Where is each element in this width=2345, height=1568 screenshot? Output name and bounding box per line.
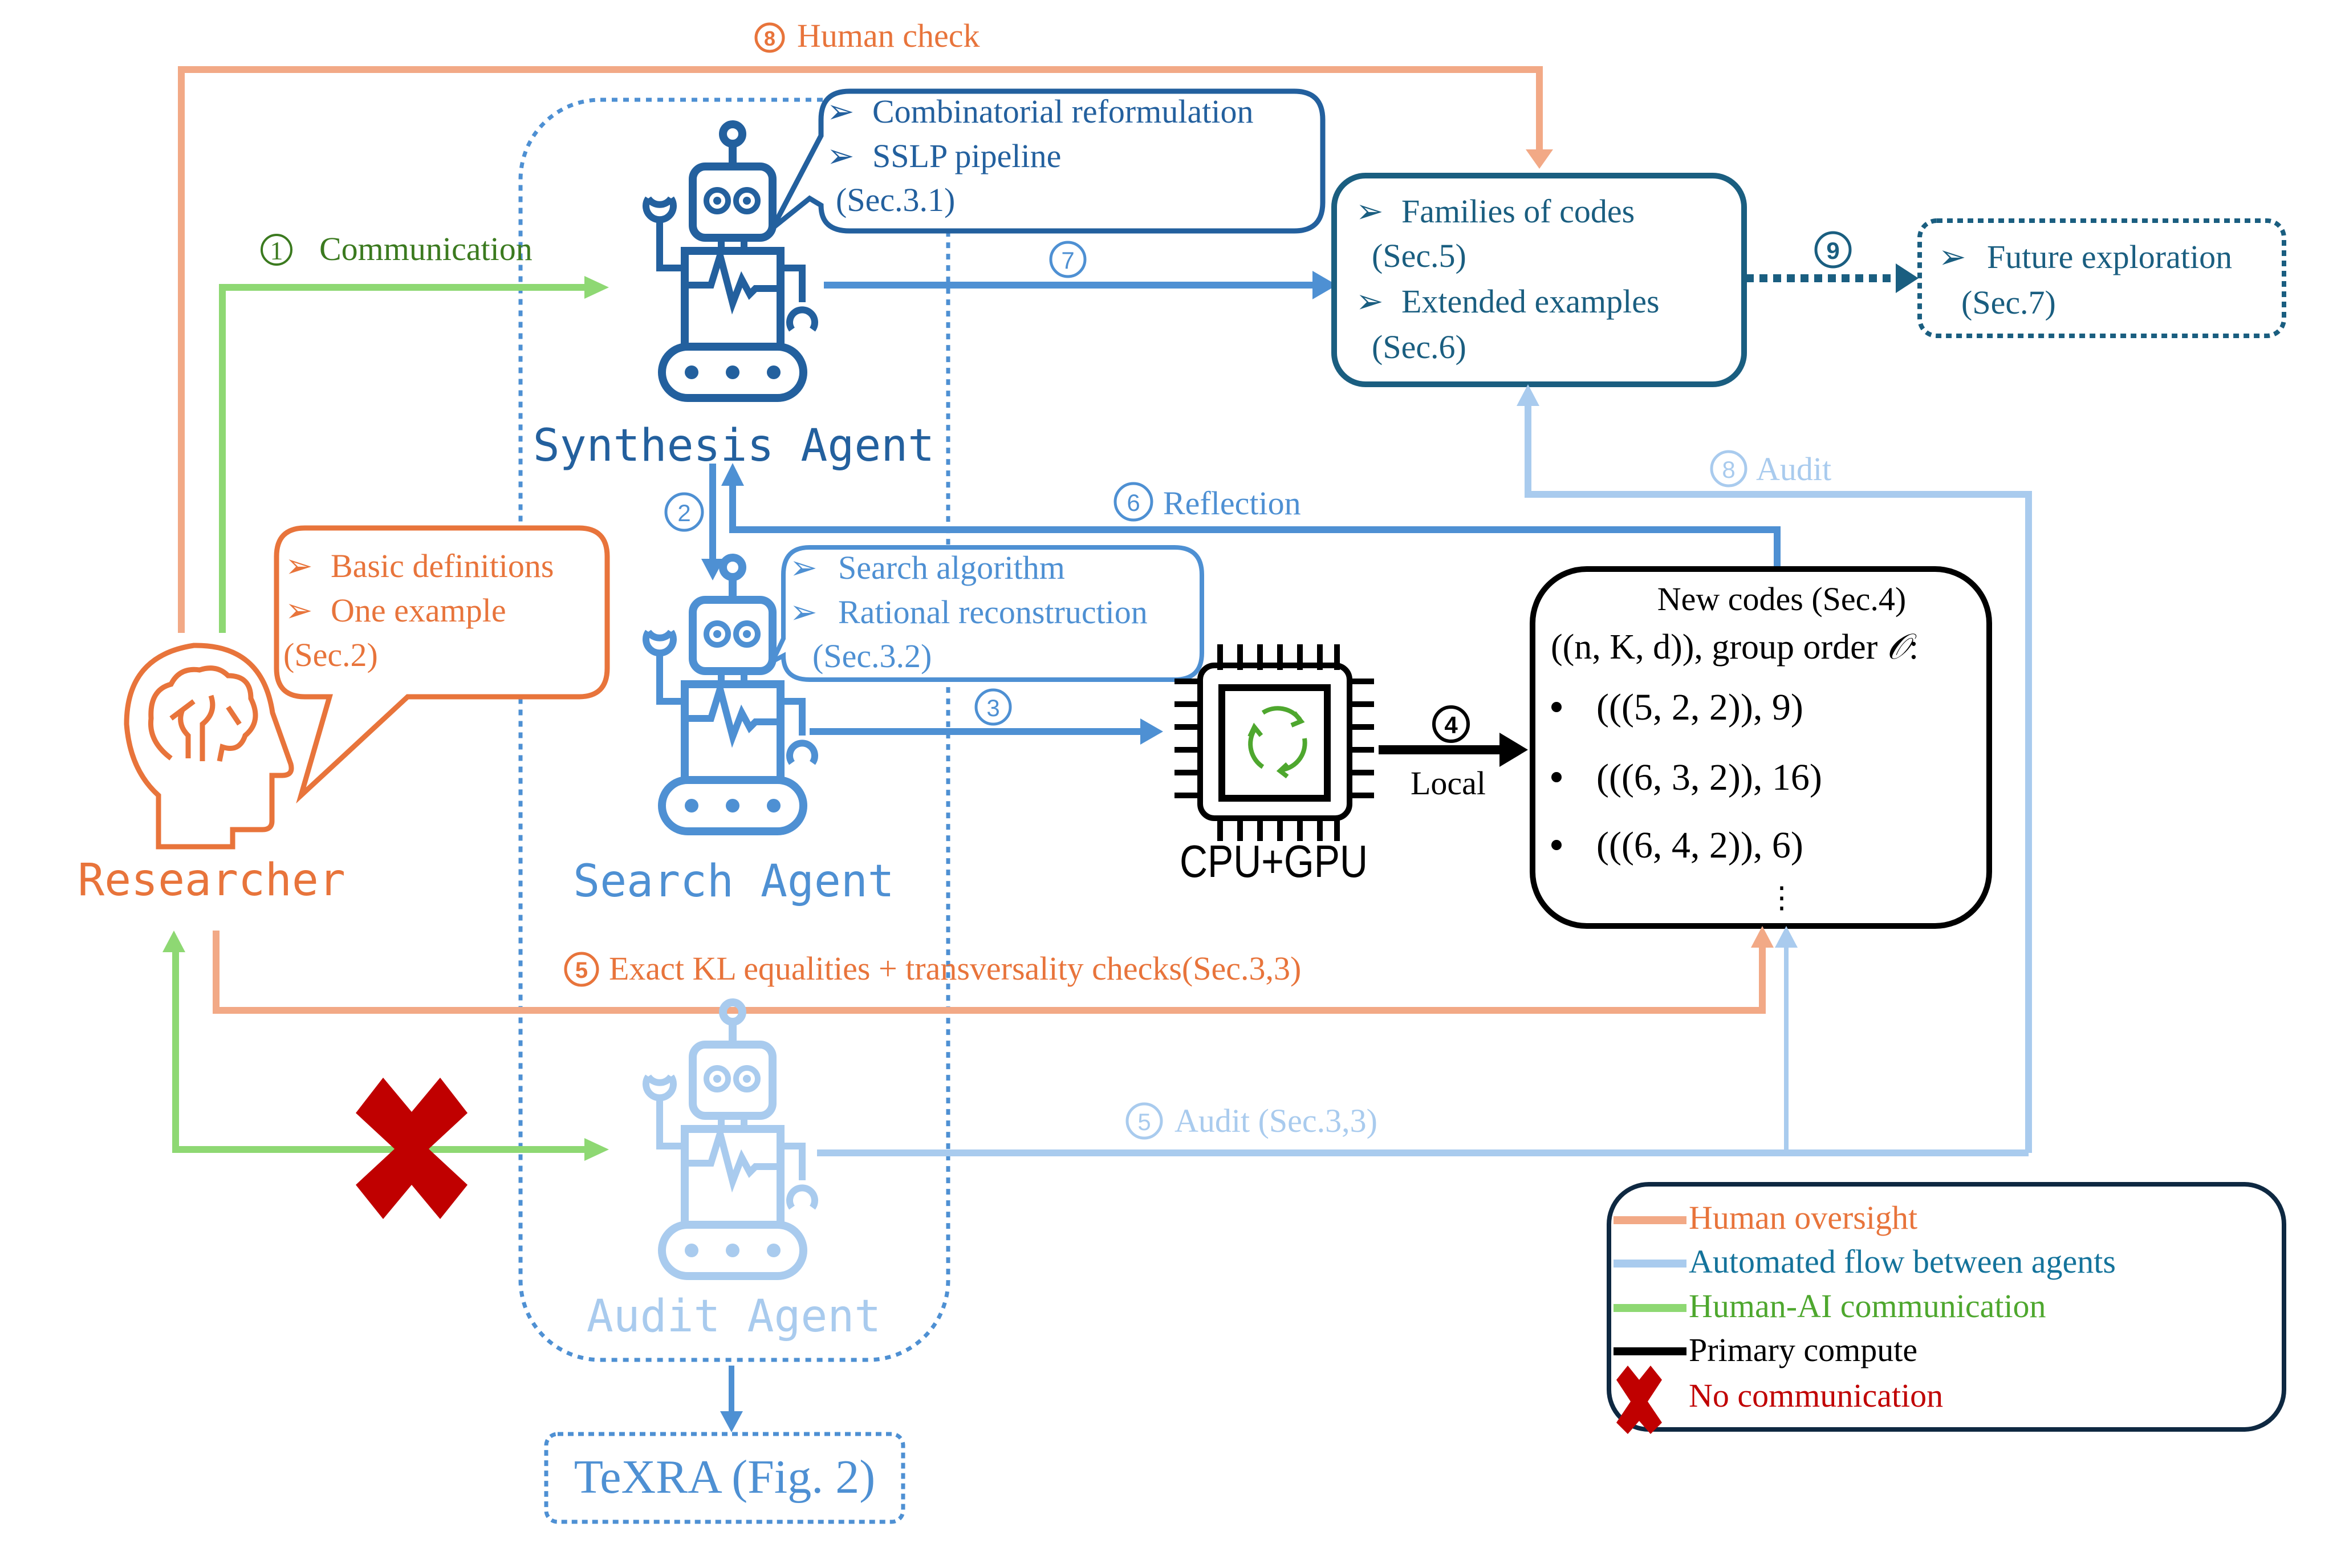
bullet-arrow-icon: ➢ bbox=[827, 137, 855, 174]
legend-label: No communication bbox=[1689, 1377, 1943, 1414]
refresh-cycle-icon bbox=[1247, 706, 1307, 779]
legend-label: Primary compute bbox=[1689, 1331, 1917, 1368]
legend-label: Human oversight bbox=[1689, 1199, 1917, 1236]
new-code-item: (((5, 2, 2)), 9) bbox=[1596, 686, 1803, 728]
new-codes-box[interactable]: New codes (Sec.4) ((n, K, d)), group ord… bbox=[1530, 566, 1992, 929]
bullet-arrow-icon: ➢ bbox=[790, 594, 818, 631]
audit-agent[interactable]: Audit Agent bbox=[587, 1002, 881, 1342]
audit-5-flow: 5 Audit (Sec.3,3) bbox=[817, 926, 2029, 1156]
synthesis-bubble-item: Combinatorial reformulation bbox=[872, 93, 1253, 130]
blocked-communication-flow bbox=[162, 931, 609, 1161]
families-item-label: Extended examples bbox=[1401, 283, 1660, 320]
audit-robot-icon bbox=[646, 1002, 815, 1276]
families-item-label: Families of codes bbox=[1401, 193, 1635, 230]
legend-label: Automated flow between agents bbox=[1689, 1243, 2116, 1280]
texra-label: TeXRA (Fig. 2) bbox=[574, 1451, 875, 1504]
legend-label: Human-AI communication bbox=[1689, 1287, 2046, 1325]
researcher-bubble: ➢ Basic definitions ➢ One example (Sec.2… bbox=[274, 525, 610, 804]
bullet-icon bbox=[1551, 840, 1562, 850]
communication-flow: 1 Communication bbox=[219, 230, 609, 633]
reflection-label: Reflection bbox=[1163, 485, 1301, 522]
search-agent-label: Search Agent bbox=[573, 856, 895, 907]
search-bubble-item: Search algorithm bbox=[838, 549, 1065, 586]
future-exploration-box[interactable]: ➢ Future exploration (Sec.7) bbox=[1917, 218, 2286, 338]
cpu-gpu[interactable]: CPU+GPU bbox=[1174, 644, 1374, 887]
search-bubble-item: Rational reconstruction bbox=[838, 594, 1148, 631]
step-7-flow: 7 bbox=[824, 241, 1337, 299]
bullet-arrow-icon: ➢ bbox=[1938, 238, 1966, 275]
step-8-audit-number: 8 bbox=[1722, 456, 1735, 483]
audit-8-label: Audit bbox=[1756, 450, 1831, 488]
researcher-bubble-item: Basic definitions bbox=[331, 547, 554, 584]
step-6-number: 6 bbox=[1127, 489, 1140, 516]
future-exploration-ref: (Sec.7) bbox=[1961, 284, 2056, 321]
legend: Human oversight Automated flow between a… bbox=[1607, 1182, 2286, 1434]
step-9-number: 9 bbox=[1826, 237, 1839, 264]
step-7-number: 7 bbox=[1061, 247, 1074, 274]
search-bubble-ref: (Sec.3.2) bbox=[812, 637, 932, 675]
synthesis-robot-icon bbox=[646, 124, 815, 398]
exact-kl-label: Exact KL equalities + transversality che… bbox=[609, 950, 1301, 987]
cpu-gpu-label: CPU+GPU bbox=[1180, 836, 1368, 887]
audit-8-flow: 8 Audit bbox=[1517, 384, 2032, 1153]
bullet-arrow-icon: ➢ bbox=[790, 549, 818, 586]
bullet-arrow-icon: ➢ bbox=[285, 547, 313, 584]
human-check-label: Human check bbox=[797, 17, 980, 54]
synthesis-bubble: ➢ Combinatorial reformulation ➢ SSLP pip… bbox=[770, 88, 1326, 234]
step-4-number: 4 bbox=[1444, 712, 1458, 738]
new-codes-title: New codes (Sec.4) bbox=[1657, 580, 1906, 618]
synthesis-bubble-ref: (Sec.3.1) bbox=[836, 181, 955, 218]
researcher[interactable]: Researcher bbox=[78, 643, 346, 906]
step-5-audit-number: 5 bbox=[1137, 1108, 1151, 1135]
families-item-ref: (Sec.6) bbox=[1372, 328, 1466, 365]
synthesis-agent-label: Synthesis Agent bbox=[533, 420, 934, 472]
researcher-bubble-item: One example bbox=[331, 592, 506, 629]
bullet-arrow-icon: ➢ bbox=[827, 93, 855, 130]
synthesis-agent[interactable]: Synthesis Agent bbox=[533, 124, 934, 472]
communication-label: Communication bbox=[319, 230, 533, 267]
search-bubble: ➢ Search algorithm ➢ Rational reconstruc… bbox=[767, 545, 1204, 682]
bullet-arrow-icon: ➢ bbox=[1356, 283, 1384, 320]
future-exploration-label: Future exploration bbox=[1987, 238, 2232, 275]
bullet-arrow-icon: ➢ bbox=[1356, 193, 1384, 230]
local-label: Local bbox=[1411, 765, 1486, 802]
audit-agent-label: Audit Agent bbox=[587, 1291, 881, 1342]
researcher-bubble-ref: (Sec.2) bbox=[283, 636, 378, 673]
new-codes-header-params: ((n, K, d)), group order bbox=[1551, 628, 1887, 667]
step-3-flow: 3 bbox=[810, 688, 1163, 745]
new-code-item: (((6, 4, 2)), 6) bbox=[1596, 824, 1803, 866]
brain-head-icon bbox=[124, 643, 294, 850]
step-8-number: 8 bbox=[764, 27, 775, 50]
new-codes-header: ((n, K, d)), group order 𝒪: bbox=[1551, 628, 1919, 667]
search-agent[interactable]: Search Agent bbox=[573, 558, 895, 907]
bullet-arrow-icon: ➢ bbox=[285, 592, 313, 629]
audit-sec33-label: Audit (Sec.3,3) bbox=[1174, 1102, 1377, 1139]
human-check-flow: 8 Human check bbox=[178, 17, 1553, 633]
exact-kl-flow: 5 Exact KL equalities + transversality c… bbox=[213, 926, 1774, 1014]
local-flow: 4 Local bbox=[1379, 705, 1528, 802]
bullet-icon bbox=[1551, 772, 1562, 782]
step-2-flow: 2 bbox=[664, 464, 724, 580]
step-1-number: 1 bbox=[270, 236, 283, 265]
synthesis-bubble-item: SSLP pipeline bbox=[872, 137, 1061, 174]
new-code-item: (((6, 3, 2)), 16) bbox=[1596, 757, 1822, 798]
step-2-number: 2 bbox=[677, 499, 690, 526]
step-9-flow: 9 bbox=[1746, 231, 1919, 293]
bullet-icon bbox=[1551, 702, 1562, 712]
step-8-badge bbox=[754, 22, 785, 53]
chip-icon bbox=[1174, 644, 1374, 841]
reflection-flow: 6 Reflection bbox=[721, 463, 1781, 569]
families-box[interactable]: ➢ Families of codes (Sec.5) ➢ Extended e… bbox=[1331, 173, 1747, 387]
texra-flow bbox=[720, 1366, 743, 1432]
step-3-number: 3 bbox=[986, 694, 999, 721]
legend-red-x-icon bbox=[1616, 1366, 1662, 1434]
researcher-label: Researcher bbox=[78, 855, 346, 906]
texra-box[interactable]: TeXRA (Fig. 2) bbox=[544, 1432, 905, 1524]
step-5-number: 5 bbox=[575, 958, 588, 983]
more-items-ellipsis: ⋮ bbox=[1767, 882, 1797, 915]
families-item-ref: (Sec.5) bbox=[1372, 237, 1466, 274]
new-codes-header-colon: : bbox=[1909, 628, 1919, 667]
no-communication-x-icon bbox=[356, 1078, 468, 1219]
